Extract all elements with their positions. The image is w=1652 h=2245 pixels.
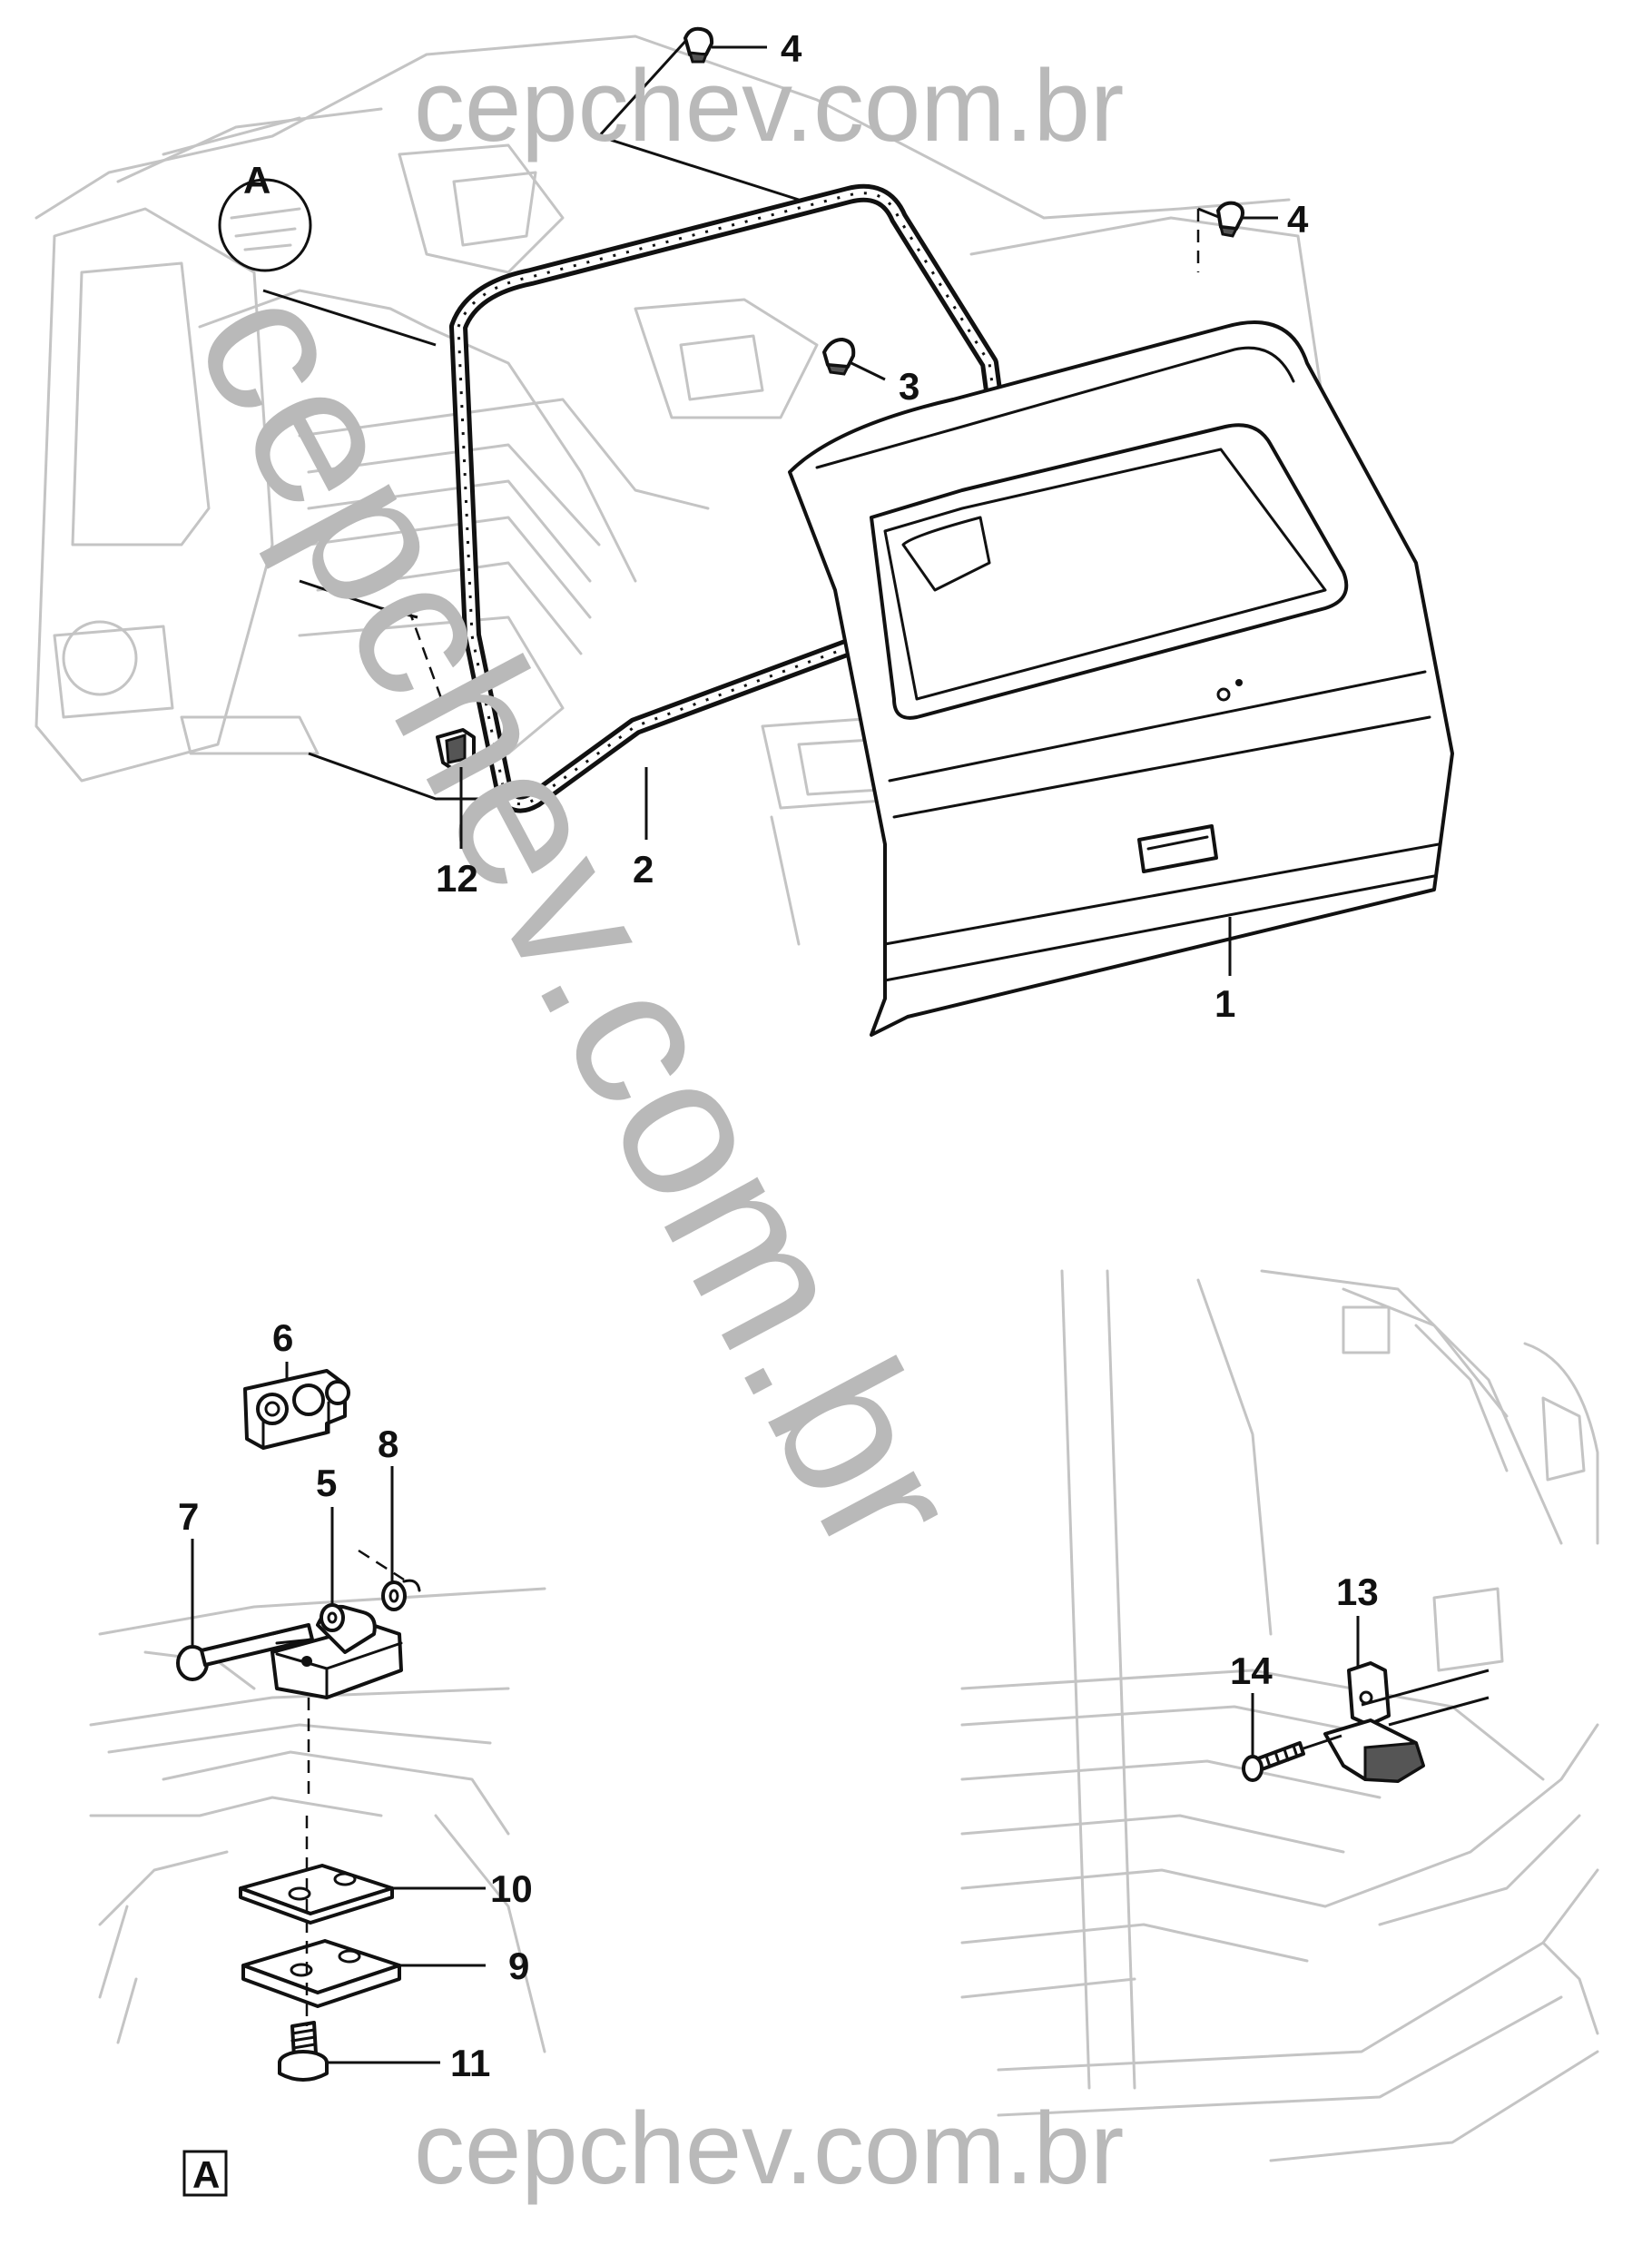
callout-4-top: 4: [781, 27, 802, 70]
watermark-top: cepchev.com.br: [414, 49, 1124, 162]
watermark-bottom: cepchev.com.br: [414, 2092, 1124, 2205]
construction-lines-top: [262, 34, 1222, 801]
bumper-part-3: [822, 338, 856, 376]
callout-leaders: [191, 45, 1360, 2064]
washer-part-8: [358, 1549, 421, 1611]
clip-part-4-right: [1216, 201, 1244, 238]
screw-part-14: [1242, 1734, 1342, 1782]
detail-a-box-label: A: [192, 2153, 220, 2196]
callout-2: 2: [633, 848, 654, 891]
hinge-bracket-part-6: [243, 1369, 350, 1450]
striker-detail-ghost-body: [960, 1269, 1599, 2162]
detail-a-circle: A: [218, 159, 312, 272]
detail-a-circle-label: A: [243, 159, 270, 202]
callout-5: 5: [316, 1462, 337, 1504]
rear-door-panel: [788, 320, 1454, 1037]
callout-8: 8: [378, 1423, 398, 1465]
callout-1: 1: [1214, 982, 1235, 1025]
callout-11: 11: [450, 2042, 490, 2084]
callout-9: 9: [508, 1945, 529, 1987]
detail-a-box: A: [182, 2150, 228, 2197]
callout-7: 7: [178, 1495, 199, 1538]
plate-part-10: [239, 1864, 394, 1925]
plate-part-9: [241, 1939, 401, 2008]
clip-part-4-top: [683, 26, 714, 64]
callout-10: 10: [490, 1867, 533, 1910]
bolt-part-11: [278, 2021, 329, 2082]
callout-12: 12: [436, 857, 478, 900]
striker-part-13: [1323, 1661, 1490, 1783]
bracket-part-12: [436, 728, 476, 772]
callout-3: 3: [899, 365, 919, 408]
callout-6: 6: [272, 1316, 293, 1359]
hinge-detail-ghost-body: [89, 1587, 546, 2053]
callout-14: 14: [1230, 1649, 1273, 1692]
callout-13: 13: [1336, 1571, 1379, 1613]
callout-4-right: 4: [1287, 198, 1309, 241]
